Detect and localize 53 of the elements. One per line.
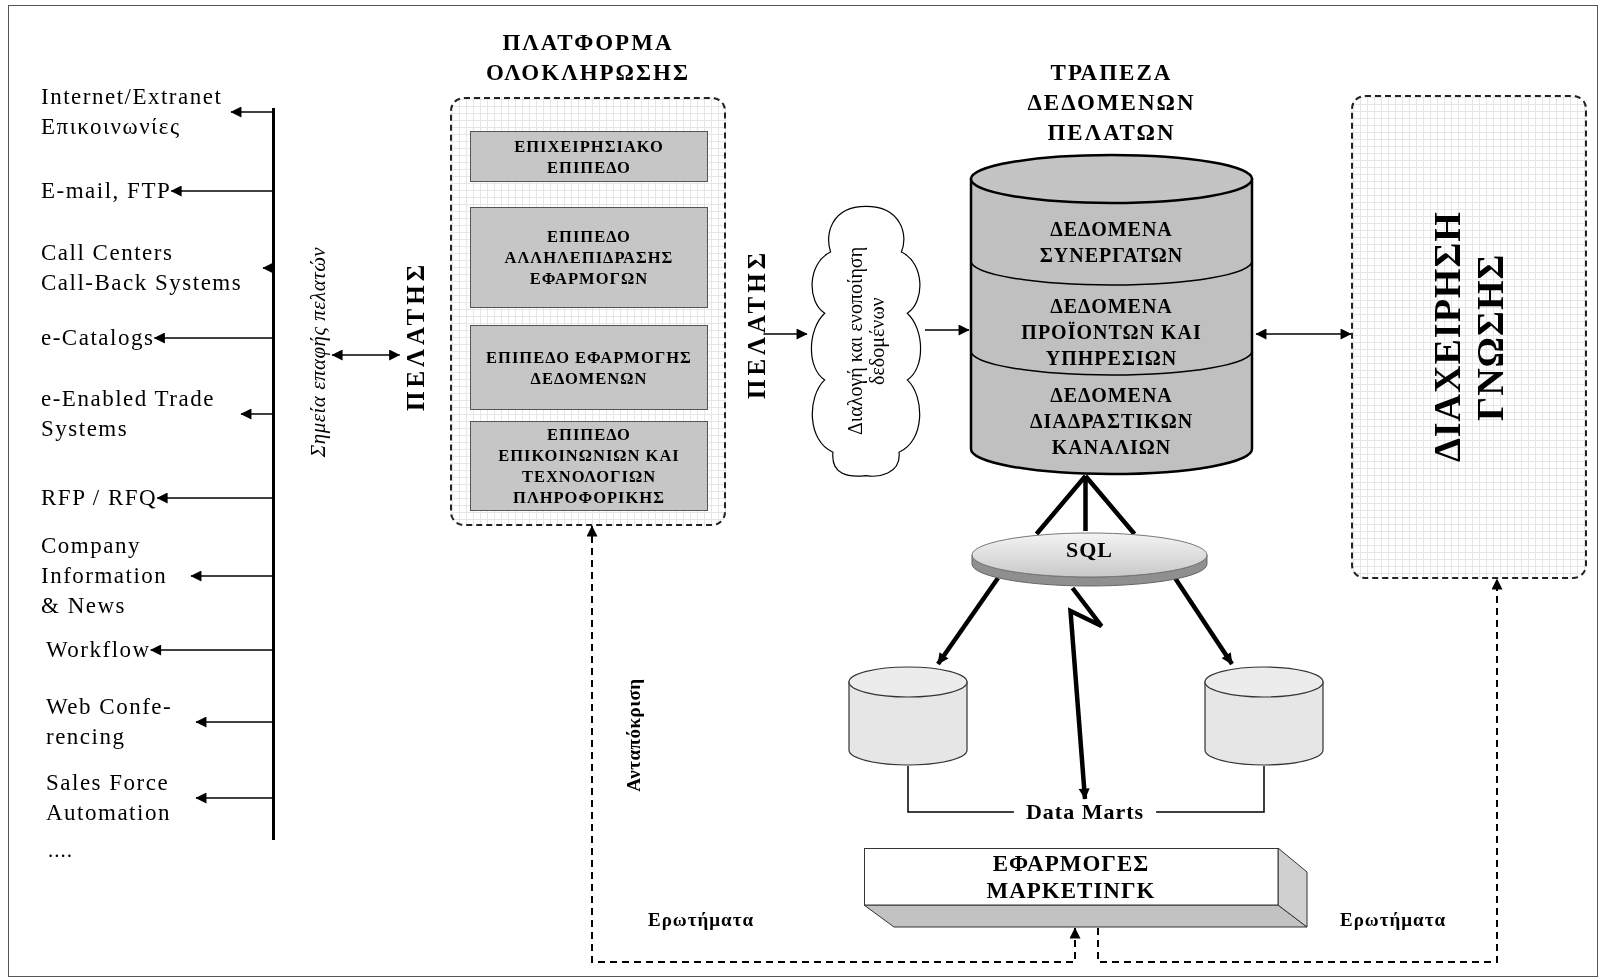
- section-label: ΔΕΔΟΜΕΝΑ ΠΡΟΪΟΝΤΩΝ ΚΑΙ ΥΠΗΡΕΣΙΩΝ: [981, 293, 1242, 371]
- database-title: ΤΡΑΠΕΖΑ ΔΕΔΟΜΕΝΩΝ ΠΕΛΑΤΩΝ: [1026, 59, 1197, 147]
- vertical-label: ΠΕΛΑΤΗΣ: [742, 248, 772, 400]
- channel-label: Web Confe- rencing: [46, 692, 196, 752]
- channel-label: Internet/Extranet Επικοινωνίες: [41, 82, 231, 142]
- layer-box: ΕΠΙΠΕΔΟ ΕΠΙΚΟΙΝΩΝΙΩΝ ΚΑΙ ΤΕΧΝΟΛΟΓΙΩΝ ΠΛΗΡΟΦΟΡΙΚΗΣ: [470, 421, 708, 511]
- arrow: [153, 332, 273, 344]
- edge-label: Ερωτήματα: [1340, 909, 1446, 931]
- arrow: [170, 185, 273, 197]
- connector-line: [907, 765, 1015, 813]
- dashed-arrow: [586, 525, 1081, 963]
- channel-label: Company Information & News: [41, 531, 191, 621]
- arrow: [195, 716, 273, 728]
- channel-label: E-mail, FTP: [41, 176, 172, 206]
- channel-label: e-Catalogs: [41, 323, 155, 353]
- layer-box: ΕΠΙΠΕΔΟ ΕΦΑΡΜΟΓΗΣ ΔΕΔΟΜΕΝΩΝ: [470, 325, 708, 410]
- arrow: [262, 262, 274, 274]
- panel-label: ΔΙΑΧΕΙΡΗΣΗ ΓΝΩΣΗΣ: [1426, 210, 1512, 465]
- arrow: [149, 644, 273, 656]
- bus-line: [272, 108, 275, 840]
- vertical-label: Σημεία επαφής πελατών: [305, 246, 331, 458]
- arrow: [156, 492, 273, 504]
- connector-line: [1034, 473, 1137, 537]
- data-marts-label: Data Marts: [1013, 799, 1157, 825]
- arrow: [1173, 576, 1234, 666]
- channel-label: e-Enabled Trade Systems: [41, 384, 241, 444]
- arrow: [240, 408, 273, 420]
- arrow: [924, 324, 970, 336]
- cloud-label: Διαλογή και ενοποίηση δεδομένων: [843, 245, 889, 438]
- layer-box: ΕΠΙΧΕΙΡΗΣΙΑΚΟ ΕΠΙΠΕΔΟ: [470, 131, 708, 182]
- dashed-arrow: [1097, 578, 1503, 963]
- ellipsis-text: ....: [48, 838, 73, 863]
- panel-title: ΠΛΑΤΦΟΡΜΑ ΟΛΟΚΛΗΡΩΣΗΣ: [485, 29, 691, 87]
- arrow: [195, 792, 273, 804]
- disk-label: SQL: [1065, 537, 1114, 563]
- section-label: ΔΕΔΟΜΕΝΑ ΣΥΝΕΡΓΑΤΩΝ: [981, 216, 1242, 268]
- arrow: [1255, 328, 1352, 340]
- section-label: ΔΕΔΟΜΕΝΑ ΔΙΑΔΡΑΣΤΙΚΩΝ ΚΑΝΑΛΙΩΝ: [981, 382, 1242, 460]
- arrow: [190, 570, 273, 582]
- slab-label: ΕΦΑΡΜΟΓΕΣ ΜΑΡΚΕΤΙΝΓΚ: [985, 850, 1157, 904]
- connector-line: [1155, 765, 1265, 813]
- channel-label: RFP / RFQ: [41, 483, 158, 513]
- arrow: [331, 349, 401, 361]
- edge-label: Ανταπόκριση: [623, 678, 645, 792]
- channel-label: Workflow: [46, 635, 151, 665]
- layer-box: ΕΠΙΠΕΔΟ ΑΛΛΗΛΕΠΙΔΡΑΣΗΣ ΕΦΑΡΜΟΓΩΝ: [470, 207, 708, 308]
- arrow: [762, 328, 808, 340]
- arrow: [936, 576, 1000, 666]
- vertical-label: ΠΕΛΑΤΗΣ: [401, 260, 431, 412]
- arrow: [230, 106, 273, 118]
- channel-label: Sales Force Automation: [46, 768, 196, 828]
- channel-label: Call Centers Call-Back Systems: [41, 238, 263, 298]
- note-label: Ερωτήματα: [648, 909, 754, 931]
